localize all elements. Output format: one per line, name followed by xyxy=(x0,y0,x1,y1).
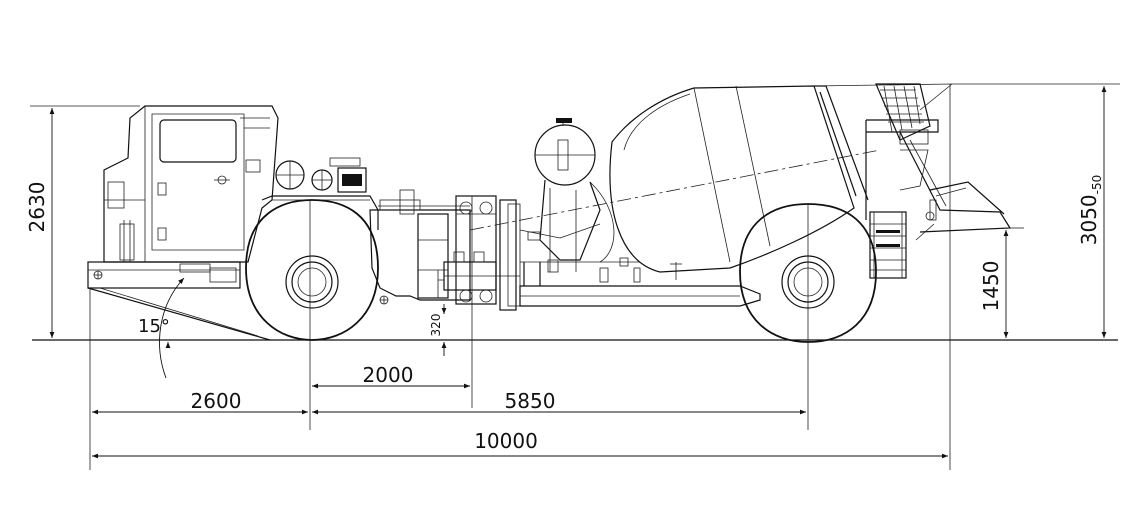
dim-ground-clearance: 320 xyxy=(429,314,443,337)
engine-deck xyxy=(261,157,379,230)
dim-wheelbase: 5850 xyxy=(505,389,556,413)
cab-window xyxy=(159,119,237,163)
dim-discharge-height: 1450 xyxy=(979,261,1003,312)
dim-total-height-tolerance: -50 xyxy=(1090,175,1104,195)
operator-cab xyxy=(103,105,279,263)
water-tank xyxy=(519,118,615,272)
dim-overall-height: 2630 xyxy=(25,182,49,233)
dim-total-height: 3050-50 xyxy=(1077,175,1104,246)
dim-front-overhang: 2600 xyxy=(191,389,242,413)
dim-articulation-offset: 2000 xyxy=(363,363,414,387)
dim-overall-length: 10000 xyxy=(474,429,538,453)
rear-frame xyxy=(519,257,761,307)
discharge-chute xyxy=(865,83,1012,241)
dimension-lines xyxy=(30,83,1120,470)
articulation-joint xyxy=(369,189,521,311)
front-chassis xyxy=(87,261,271,341)
vehicle-outline xyxy=(87,83,1012,343)
dim-approach-angle: 15° xyxy=(138,316,170,337)
mixer-drum xyxy=(469,83,953,273)
front-wheel xyxy=(245,199,379,341)
